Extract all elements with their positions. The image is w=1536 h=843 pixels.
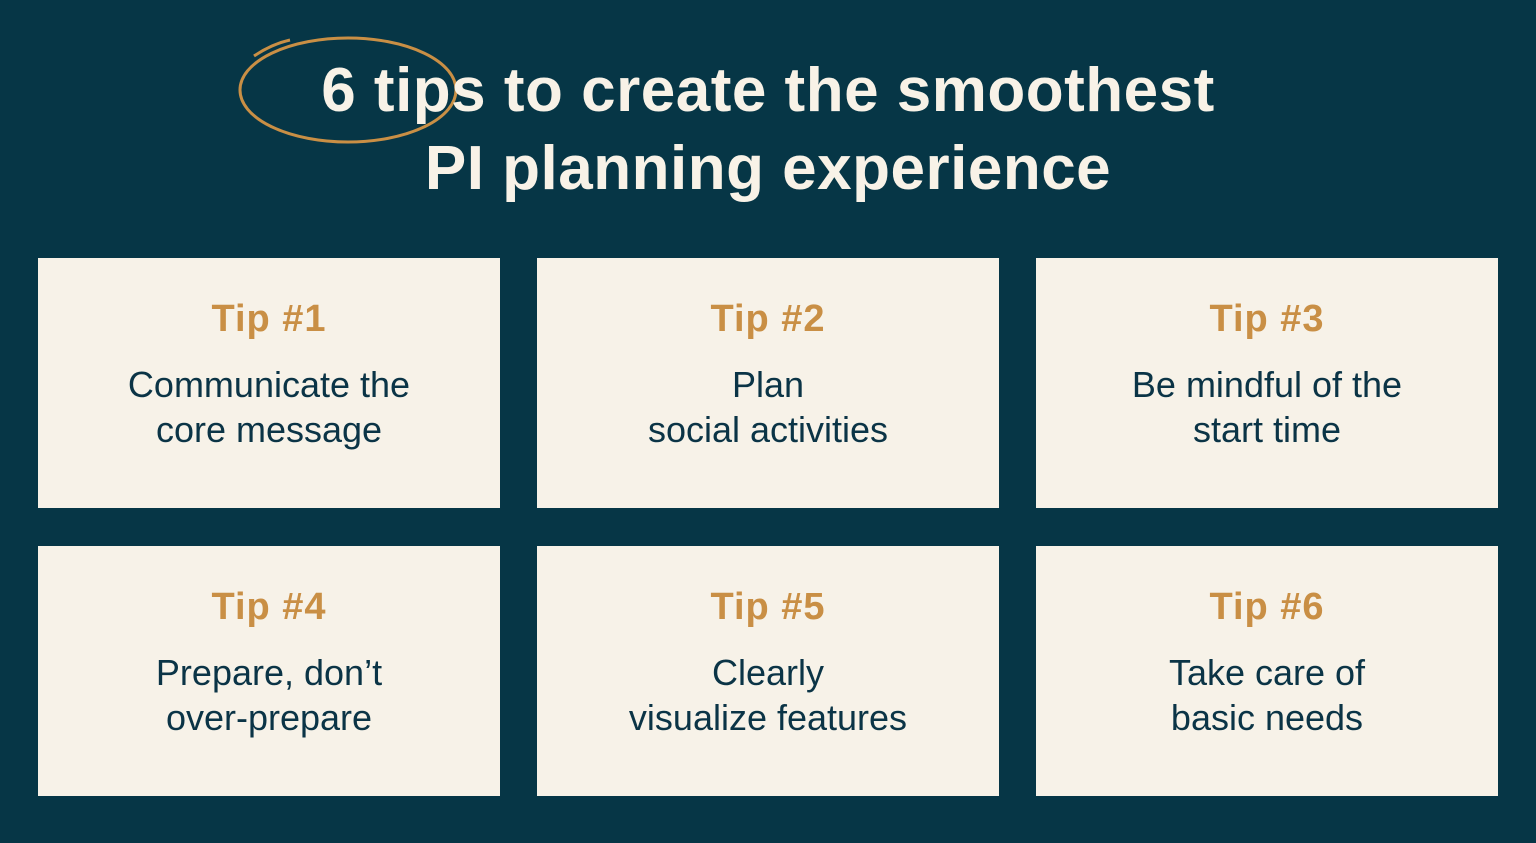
tip-label: Tip #5	[710, 586, 826, 628]
tip-text-line1: Plan	[731, 364, 805, 405]
tip-text-line2: start time	[1192, 409, 1342, 450]
tip-text-line1: Be mindful of the	[1131, 364, 1403, 405]
tip-label: Tip #2	[710, 298, 826, 340]
title-highlight: 6 tips	[321, 56, 487, 125]
tip-text-line2: core message	[155, 409, 383, 450]
tip-card-2: Tip #2 Plan social activities	[537, 258, 999, 508]
tip-text-line2: social activities	[647, 409, 889, 450]
tip-text-line1: Clearly	[711, 652, 825, 693]
tip-description: Be mindful of the start time	[1036, 362, 1498, 452]
tip-card-5: Tip #5 Clearly visualize features	[537, 546, 999, 796]
tip-card-6: Tip #6 Take care of basic needs	[1036, 546, 1498, 796]
tip-label: Tip #1	[211, 298, 327, 340]
title-line2: PI planning experience	[424, 134, 1112, 203]
tip-description: Prepare, don’t over-prepare	[38, 650, 500, 740]
tip-text-line1: Communicate the	[127, 364, 411, 405]
tip-text-line1: Prepare, don’t	[155, 652, 383, 693]
tip-text-line1: Take care of	[1168, 652, 1366, 693]
tip-description: Communicate the core message	[38, 362, 500, 452]
tip-card-4: Tip #4 Prepare, don’t over-prepare	[38, 546, 500, 796]
tip-card-1: Tip #1 Communicate the core message	[38, 258, 500, 508]
title-line1-rest: to create the smoothest	[486, 56, 1215, 125]
tip-label: Tip #3	[1209, 298, 1325, 340]
tip-text-line2: visualize features	[628, 697, 908, 738]
tip-description: Clearly visualize features	[537, 650, 999, 740]
tip-text-line2: over-prepare	[165, 697, 373, 738]
tip-description: Plan social activities	[537, 362, 999, 452]
page-title: 6 tips to create the smoothest PI planni…	[0, 52, 1536, 208]
tip-card-3: Tip #3 Be mindful of the start time	[1036, 258, 1498, 508]
tip-text-line2: basic needs	[1170, 697, 1364, 738]
tip-label: Tip #6	[1209, 586, 1325, 628]
tip-description: Take care of basic needs	[1036, 650, 1498, 740]
tip-label: Tip #4	[211, 586, 327, 628]
